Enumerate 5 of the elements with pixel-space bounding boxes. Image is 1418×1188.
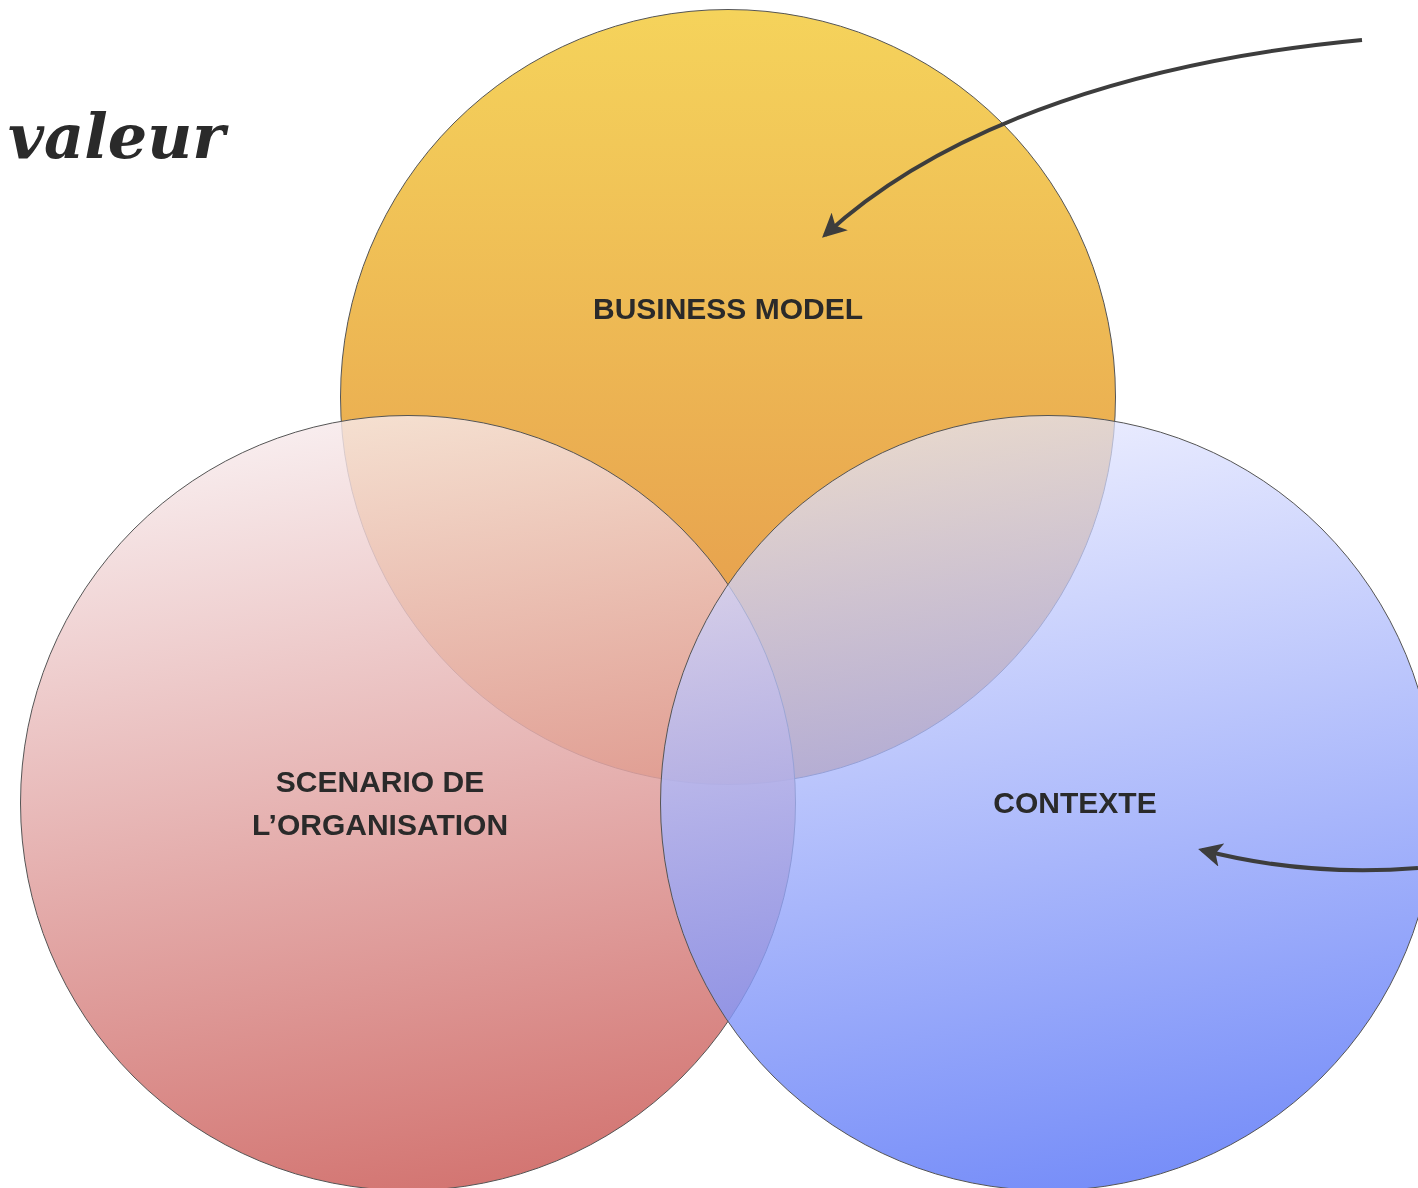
circle-label: CONTEXTE [993,785,1157,822]
curved-arrow [1198,843,1418,873]
circle-label: BUSINESS MODEL [593,291,863,328]
circle-label: SCENARIO DE L’ORGANISATION [250,763,510,843]
curved-arrow [821,38,1363,238]
